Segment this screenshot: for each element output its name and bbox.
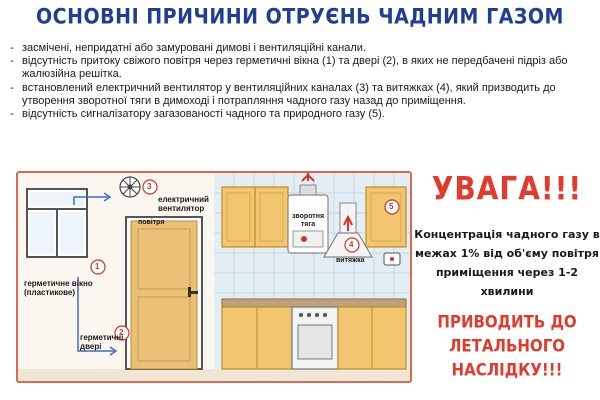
- window-label: герметичне вікно (пластикове): [24, 279, 93, 297]
- hood-label: витяжка: [336, 257, 365, 264]
- air-label: повітря: [138, 219, 165, 226]
- marker-3: 3: [147, 182, 152, 191]
- warning-panel: УВАГА!!! Концентрація чадного газу в меж…: [414, 169, 600, 381]
- door-graphic: [125, 216, 203, 370]
- warning-body: Концентрація чадного газу в межах 1% від…: [414, 228, 600, 298]
- boiler-graphic: [287, 173, 329, 254]
- alarm-sensor-icon: [383, 252, 401, 266]
- cause-item: встановлений електричний вентилятор у ве…: [8, 82, 568, 108]
- warning-heading: УВАГА!!!: [431, 169, 583, 208]
- window-graphic: [26, 188, 88, 258]
- cause-item: відсутність сигналізатору загазованості …: [8, 108, 568, 121]
- marker-5: 5: [389, 202, 394, 211]
- marker-4: 4: [349, 240, 354, 249]
- cause-item: засмічені, непридатні або замуровані дим…: [8, 42, 568, 55]
- floor: [18, 369, 410, 381]
- airflow-arrows: [73, 192, 118, 356]
- page-title: ОСНОВНІ ПРИЧИНИ ОТРУЄНЬ ЧАДНИМ ГАЗОМ: [36, 4, 564, 30]
- marker-2: 2: [119, 328, 124, 337]
- cause-item: відсутність притоку свіжого повітря чере…: [8, 55, 568, 81]
- causes-list: засмічені, непридатні або замуровані дим…: [8, 42, 568, 121]
- kitchen-illustration: 1 2 3 4 5 герметичне вікно (пластикове) …: [16, 171, 412, 383]
- warning-result: ПРИВОДИТЬ ДО ЛЕТАЛЬНОГО НАСЛІДКУ!!!: [437, 311, 577, 381]
- fan-label: електричний вентилятор: [158, 195, 209, 213]
- door-label: герметичні двері: [80, 333, 124, 351]
- fan-icon: [119, 176, 141, 198]
- number-markers: [90, 179, 400, 341]
- lower-cabinets: [221, 298, 407, 370]
- draft-label: зворотня тяга: [291, 213, 325, 228]
- marker-1: 1: [95, 262, 100, 271]
